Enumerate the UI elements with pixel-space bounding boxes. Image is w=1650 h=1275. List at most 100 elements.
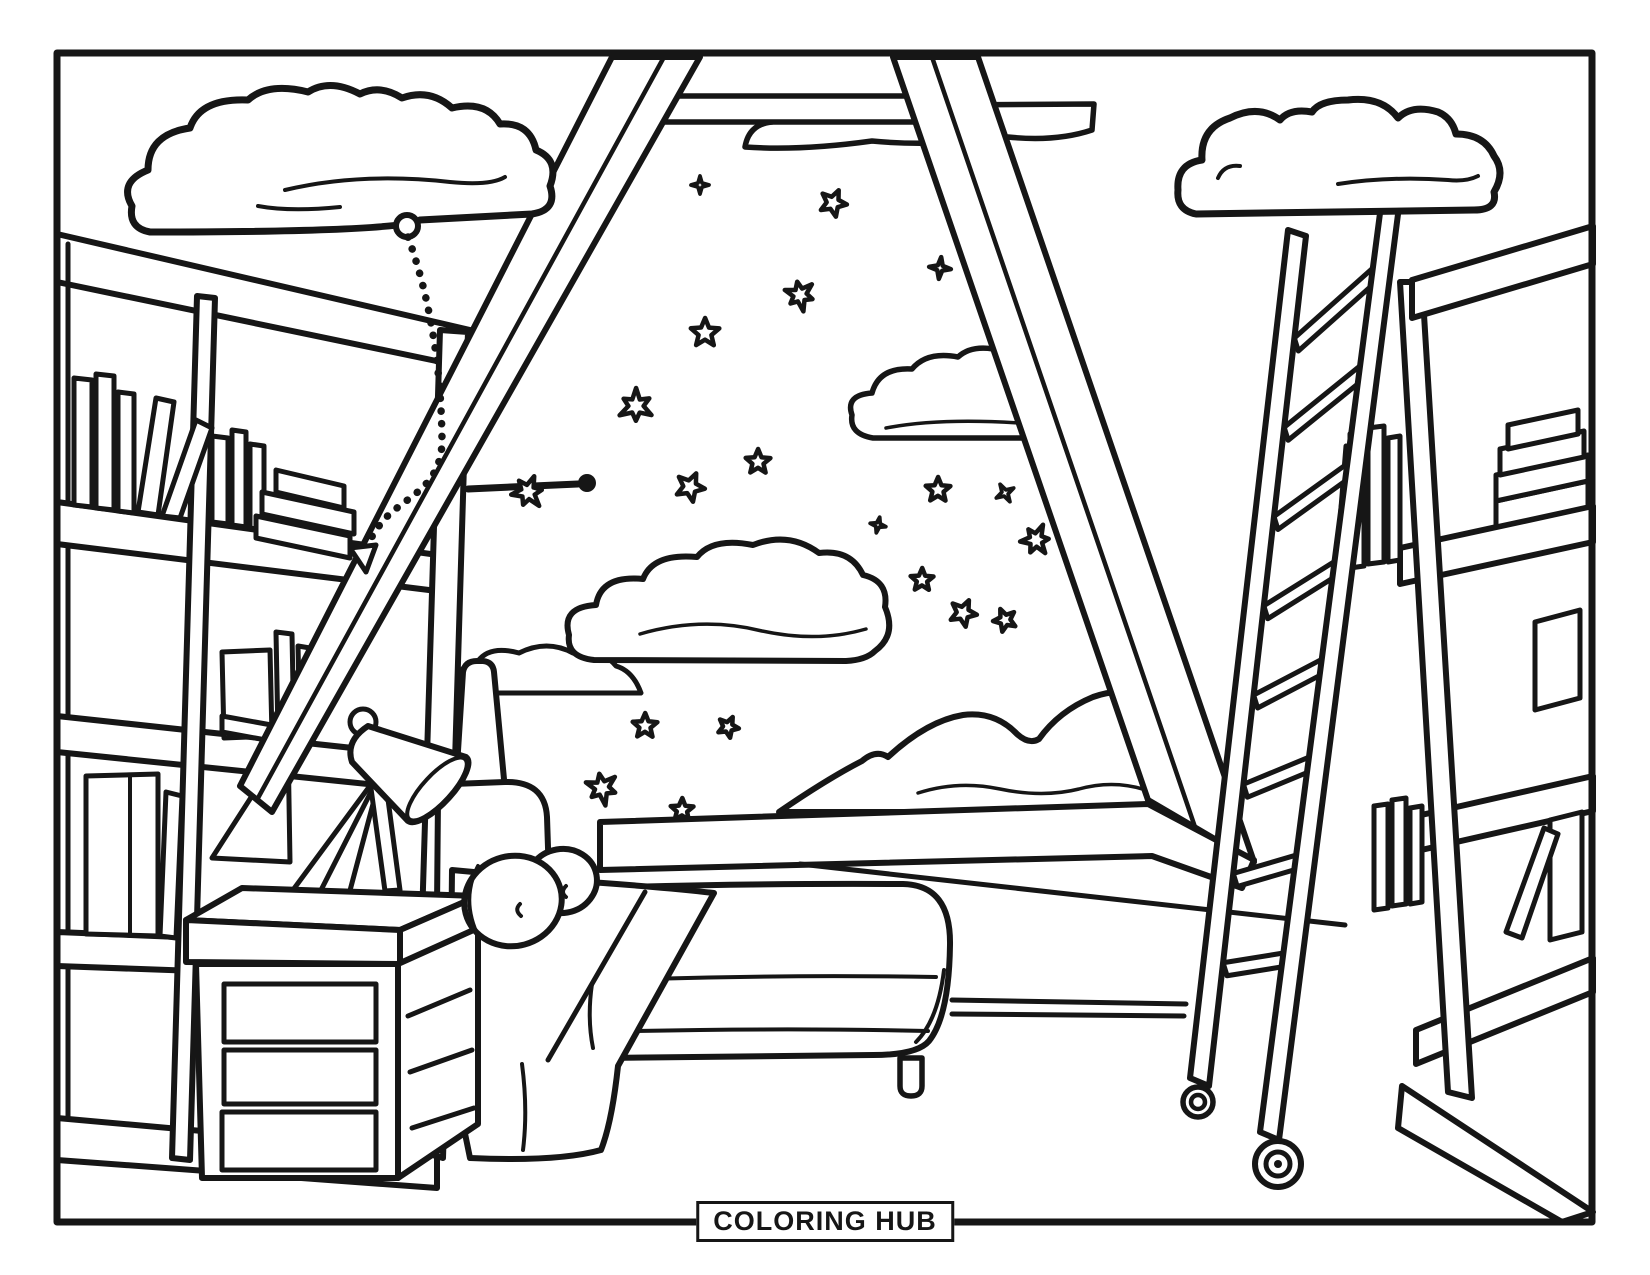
book bbox=[93, 371, 117, 513]
book bbox=[115, 389, 137, 516]
side-line bbox=[405, 987, 473, 1019]
star-icon bbox=[990, 606, 1018, 634]
star-icon bbox=[583, 771, 618, 808]
ladder-wheel-dot bbox=[1274, 1160, 1282, 1168]
cloud-detail bbox=[884, 419, 1034, 430]
ladder-rail bbox=[1187, 227, 1309, 1089]
star-icon bbox=[948, 598, 980, 629]
footer-label-text: COLORING HUB bbox=[713, 1206, 937, 1236]
star-icon bbox=[818, 187, 850, 219]
star-icon bbox=[994, 482, 1016, 504]
cloud-detail bbox=[1336, 174, 1480, 186]
book bbox=[159, 417, 215, 521]
shooting-star-head bbox=[578, 474, 596, 492]
drawer bbox=[221, 1047, 379, 1107]
star-icon bbox=[782, 279, 815, 314]
floor-line bbox=[949, 1011, 1187, 1019]
book bbox=[273, 467, 347, 511]
book bbox=[1532, 607, 1583, 713]
lamp-shade-rim bbox=[405, 755, 469, 823]
shelf-bottom-band bbox=[1395, 1083, 1596, 1225]
floor-line bbox=[949, 997, 1189, 1007]
beam-detail bbox=[929, 54, 1199, 833]
star-icon bbox=[743, 446, 773, 475]
blanket-fold bbox=[545, 889, 648, 1063]
window-sill bbox=[597, 801, 1257, 891]
star-icon bbox=[689, 174, 711, 196]
rolling-ladder bbox=[1180, 149, 1409, 1190]
cloud-left bbox=[124, 82, 557, 236]
star-icon bbox=[1017, 522, 1051, 556]
nightstand-top-band bbox=[183, 917, 403, 967]
blanket-fold bbox=[587, 982, 595, 1050]
drawer bbox=[221, 981, 379, 1045]
chain-pendant bbox=[347, 542, 379, 575]
nightstand bbox=[183, 885, 481, 1181]
hills bbox=[776, 689, 1217, 815]
desk-lamp bbox=[287, 706, 472, 901]
cloud-center bbox=[564, 536, 893, 664]
book bbox=[135, 395, 177, 518]
pull-chain bbox=[347, 233, 446, 575]
book bbox=[1365, 423, 1387, 567]
cloud-right bbox=[1174, 95, 1504, 218]
pillows bbox=[461, 845, 1189, 1019]
book bbox=[1497, 428, 1587, 478]
book bbox=[1407, 803, 1425, 907]
cloud-detail bbox=[256, 204, 342, 212]
chain-beads bbox=[359, 233, 446, 560]
ladder-wheel-hub bbox=[1188, 1092, 1208, 1112]
shelf-top-band bbox=[54, 231, 473, 371]
beam-detail bbox=[255, 54, 667, 801]
star-icon bbox=[908, 565, 936, 593]
book bbox=[229, 427, 249, 530]
book bbox=[83, 771, 161, 939]
bed bbox=[434, 658, 954, 1162]
pillow-detail bbox=[515, 902, 523, 918]
star-icon bbox=[926, 254, 954, 282]
shelf-top-band bbox=[1409, 223, 1596, 321]
shelf-post bbox=[1397, 279, 1475, 1101]
cloud-detail bbox=[283, 175, 507, 192]
book bbox=[209, 433, 231, 527]
bed-leg bbox=[897, 1055, 925, 1099]
side-line bbox=[409, 1105, 477, 1131]
wall-line bbox=[797, 861, 1348, 928]
window-top-bar bbox=[649, 93, 951, 125]
book bbox=[1503, 825, 1561, 941]
side-line bbox=[407, 1047, 475, 1075]
lamp-leg bbox=[315, 783, 377, 899]
cloud-detail bbox=[1216, 163, 1242, 180]
book bbox=[71, 375, 95, 510]
drawer bbox=[219, 1109, 379, 1173]
star-icon bbox=[617, 385, 654, 424]
book bbox=[1371, 801, 1391, 913]
pillow-large bbox=[461, 852, 565, 950]
shooting-star-burst-icon bbox=[508, 473, 545, 509]
star-icon bbox=[868, 515, 888, 535]
mattress-seam bbox=[914, 968, 946, 1044]
footer-label: COLORING HUB bbox=[696, 1201, 954, 1242]
star-icon bbox=[688, 315, 722, 348]
book bbox=[1547, 809, 1585, 943]
hills-detail bbox=[916, 782, 1151, 796]
book bbox=[1493, 452, 1591, 504]
book bbox=[157, 789, 185, 941]
cloud-detail bbox=[638, 622, 868, 639]
left-cloud bbox=[124, 82, 557, 240]
border-frame bbox=[53, 49, 1596, 1226]
star-icon bbox=[674, 471, 708, 504]
star-icon bbox=[630, 710, 660, 739]
star-icon bbox=[716, 714, 742, 741]
right-cloud bbox=[1174, 95, 1504, 218]
pillow-detail bbox=[467, 864, 481, 940]
book bbox=[1385, 433, 1403, 565]
book bbox=[1389, 795, 1409, 909]
star-icon bbox=[923, 474, 953, 503]
blanket-fold bbox=[520, 1062, 528, 1152]
border-rect bbox=[53, 49, 1596, 1226]
attic-window-frame bbox=[237, 54, 1348, 928]
lamp-leg bbox=[287, 780, 375, 897]
